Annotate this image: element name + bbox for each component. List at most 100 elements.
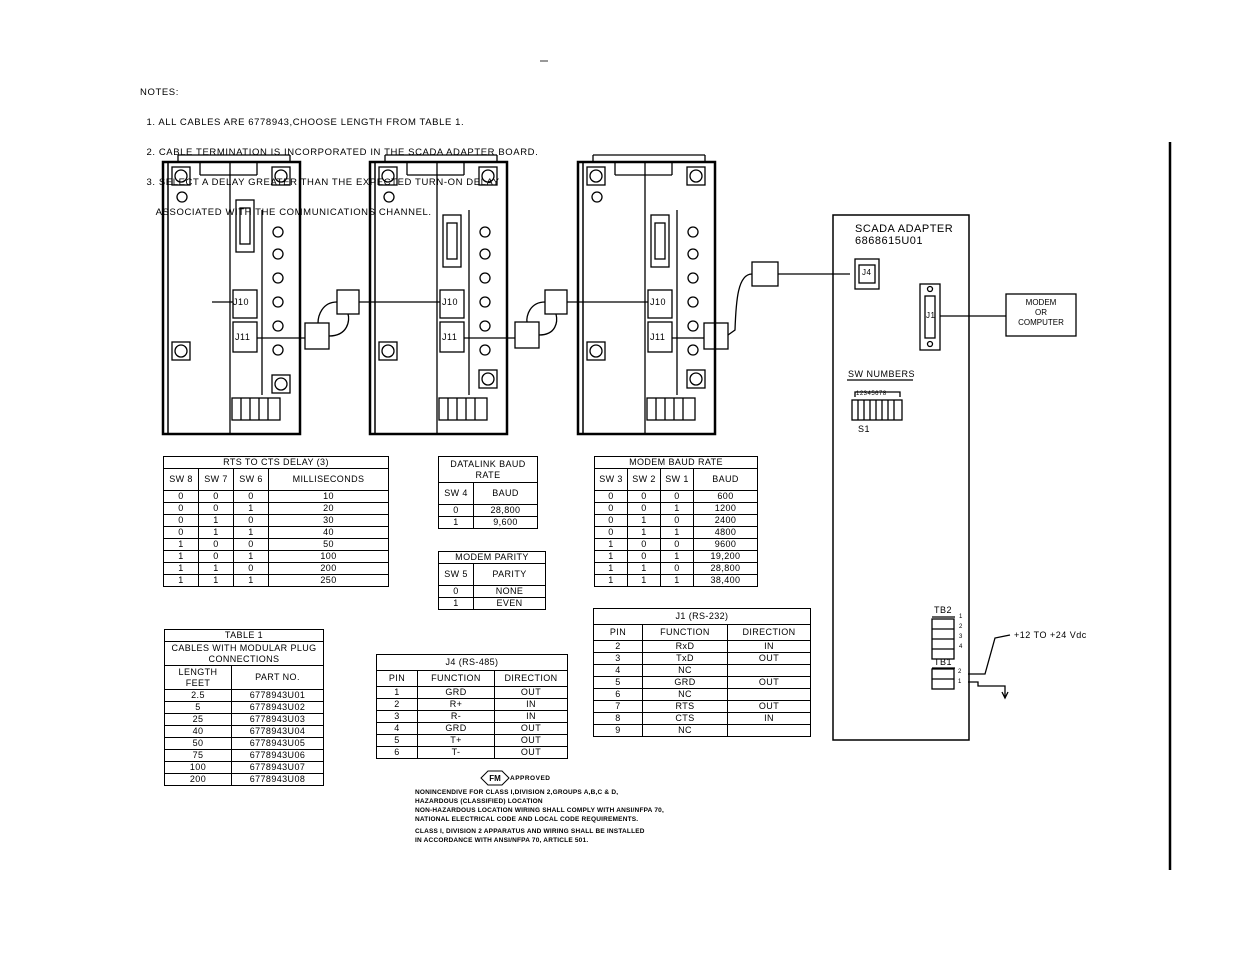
cell: 4800	[693, 526, 758, 539]
control-unit-1	[161, 154, 302, 436]
cell: 0	[163, 490, 199, 503]
cell: 6778943U01	[231, 689, 324, 702]
cell: 0	[594, 514, 628, 527]
tb1-label: TB1	[934, 657, 953, 667]
cell: 0	[233, 538, 269, 551]
approval-line-4: NATIONAL ELECTRICAL CODE AND LOCAL CODE …	[415, 816, 639, 823]
supply-voltage-label: +12 TO +24 Vdc	[1014, 630, 1087, 640]
notes-block: NOTES: 1. ALL CABLES ARE 6778943,CHOOSE …	[140, 68, 538, 228]
cell: 9600	[693, 538, 758, 551]
cell: 4	[376, 722, 418, 735]
cell: IN	[494, 710, 568, 723]
cell: 2	[593, 640, 643, 653]
cell: OUT	[494, 734, 568, 747]
cell: 1	[660, 574, 694, 587]
cell: 1	[233, 502, 269, 515]
cell: OUT	[494, 686, 568, 699]
notes-heading: NOTES:	[140, 87, 179, 98]
cell: 7	[593, 700, 643, 713]
cell: 1	[198, 562, 234, 575]
cell: 1	[594, 574, 628, 587]
unit3-j11-label: J11	[650, 332, 666, 342]
table1-subtitle: CABLES WITH MODULAR PLUG CONNECTIONS	[164, 641, 324, 666]
cell: 1	[627, 562, 661, 575]
cell: 1	[163, 538, 199, 551]
unit1-j11-label: J11	[235, 332, 251, 342]
cell: 50	[164, 737, 232, 750]
cell: T+	[417, 734, 495, 747]
cell: NC	[642, 688, 728, 701]
cell: 0	[438, 504, 474, 517]
sw-numbers-label: SW NUMBERS	[848, 369, 916, 379]
cell: 0	[233, 490, 269, 503]
cell: 1	[594, 550, 628, 563]
cell: 6778943U02	[231, 701, 324, 714]
j1-table-title: J1 (RS-232)	[593, 608, 811, 625]
cell: 19,200	[693, 550, 758, 563]
cell: 40	[268, 526, 389, 539]
parity-title: MODEM PARITY	[438, 551, 546, 564]
cell: 0	[594, 526, 628, 539]
cell: 600	[693, 490, 758, 503]
cell: 6778943U05	[231, 737, 324, 750]
j4-table-title: J4 (RS-485)	[376, 654, 568, 671]
cell: 200	[268, 562, 389, 575]
cell: 5	[376, 734, 418, 747]
cell: 1	[233, 550, 269, 563]
cell: RxD	[642, 640, 728, 653]
cell: 6778943U03	[231, 713, 324, 726]
cell: 1	[627, 514, 661, 527]
tb2-pin-4: 4	[959, 644, 963, 650]
cell: 1	[198, 514, 234, 527]
cell: 0	[198, 490, 234, 503]
cell: 10	[268, 490, 389, 503]
cell: 3	[593, 652, 643, 665]
cell: 0	[233, 514, 269, 527]
cell: 1	[438, 516, 474, 529]
note-line-1: 1. ALL CABLES ARE 6778943,CHOOSE LENGTH …	[140, 117, 465, 128]
cell	[727, 664, 811, 677]
table1-header-part: PART NO.	[231, 665, 324, 690]
s1-label: S1	[858, 424, 871, 434]
unit2-j10-label: J10	[442, 297, 459, 307]
cell: 20	[268, 502, 389, 515]
cell: 50	[268, 538, 389, 551]
cell: 1	[163, 574, 199, 587]
cable-1-2	[278, 289, 419, 350]
cell: OUT	[494, 746, 568, 759]
cell: 1	[163, 562, 199, 575]
j1-header-function: FUNCTION	[642, 624, 728, 641]
cell	[727, 688, 811, 701]
cell: 28,800	[693, 562, 758, 575]
tb2-label: TB2	[934, 605, 953, 615]
cell: 6	[376, 746, 418, 759]
tb2-pin-2: 2	[959, 624, 963, 630]
cell: 25	[164, 713, 232, 726]
fm-mark: FM	[489, 774, 501, 783]
cell: 0	[163, 526, 199, 539]
cell: T-	[417, 746, 495, 759]
